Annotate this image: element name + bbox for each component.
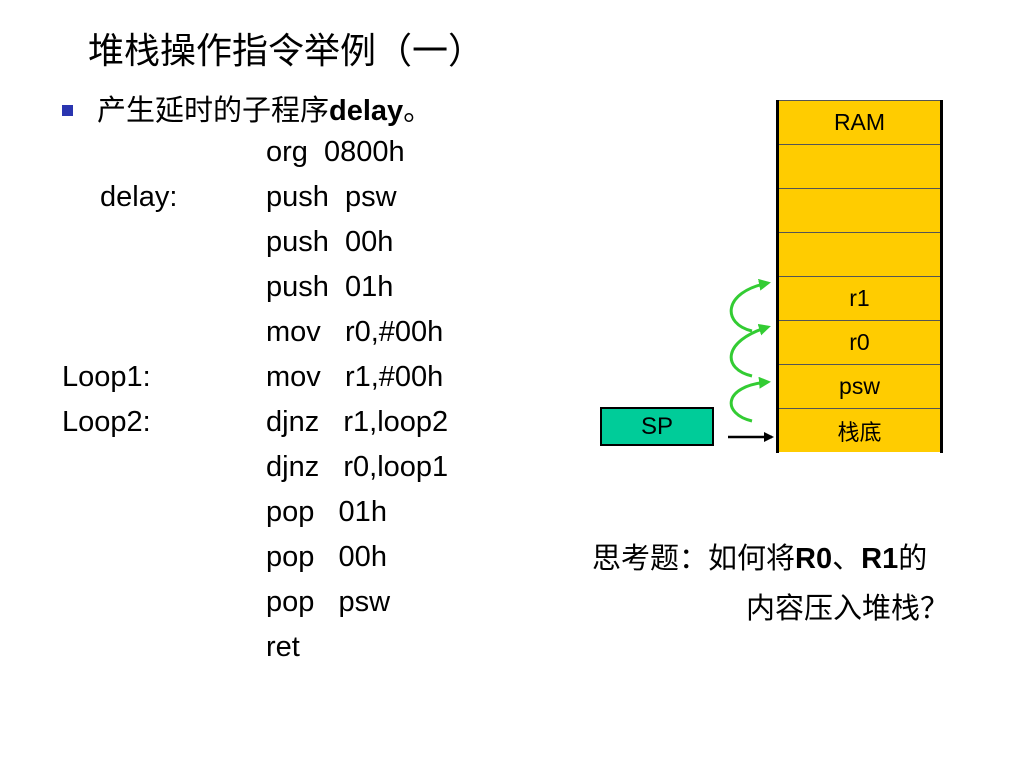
- code-instruction: pop psw: [266, 586, 391, 618]
- bullet-text: 产生延时的子程序delay。: [97, 87, 432, 129]
- question-part-a: 如何将: [708, 541, 796, 575]
- question-part-r0: R0: [795, 543, 833, 575]
- code-instruction: pop 00h: [266, 541, 387, 573]
- stack-right-wall: [940, 100, 943, 453]
- question-part-e: 的: [898, 541, 928, 575]
- question-prefix: 思考题：: [592, 541, 709, 575]
- stack-left-wall: [776, 100, 779, 453]
- stack-cell-ram: RAM: [778, 100, 941, 144]
- code-instruction: mov r1,#00h: [266, 361, 444, 393]
- slide-title: 堆栈操作指令举例（一）: [88, 31, 485, 72]
- code-instruction: pop 01h: [266, 496, 387, 528]
- code-instruction: ret: [266, 631, 300, 663]
- stack-cell-empty: [778, 232, 941, 276]
- code-instruction: djnz r1,loop2: [266, 406, 449, 438]
- stack-cell-r0: r0: [778, 320, 941, 364]
- code-instruction: push psw: [266, 181, 397, 213]
- stack-cell-empty: [778, 188, 941, 232]
- stack-bottom-label: 栈底: [837, 420, 882, 446]
- code-instruction: mov r0,#00h: [266, 316, 444, 348]
- stack-cell-r1: r1: [778, 276, 941, 320]
- stack-cell-empty: [778, 144, 941, 188]
- bullet-text-suffix: 。: [403, 93, 433, 127]
- bullet-text-main: 产生延时的子程序: [97, 93, 330, 127]
- code-instruction: org 0800h: [266, 136, 405, 168]
- code-label: Loop1:: [62, 361, 151, 393]
- code-instruction: djnz r0,loop1: [266, 451, 449, 483]
- stack-cell-psw: psw: [778, 364, 941, 408]
- sp-pointer-box: SP: [600, 407, 714, 446]
- code-instruction: push 01h: [266, 271, 394, 303]
- question-part-sep: 、: [832, 541, 862, 575]
- question-line2: 内容压入堆栈？: [746, 591, 950, 625]
- code-label: Loop2:: [62, 406, 151, 438]
- push-arrow-r1-icon: [729, 278, 771, 333]
- code-instruction: push 00h: [266, 226, 394, 258]
- code-label: delay:: [100, 181, 178, 213]
- bullet-square-icon: [62, 104, 73, 116]
- push-arrow-psw-icon: [729, 376, 771, 423]
- stack-cell-bottom: 栈底: [778, 408, 941, 452]
- question-part-r1: R1: [861, 543, 899, 575]
- question-text: 思考题：如何将R0、R1的 内容压入堆栈？: [592, 535, 949, 625]
- bullet-text-bold: delay: [329, 95, 404, 127]
- push-arrow-r0-icon: [729, 323, 771, 378]
- bullet-item: 产生延时的子程序delay。: [62, 86, 432, 130]
